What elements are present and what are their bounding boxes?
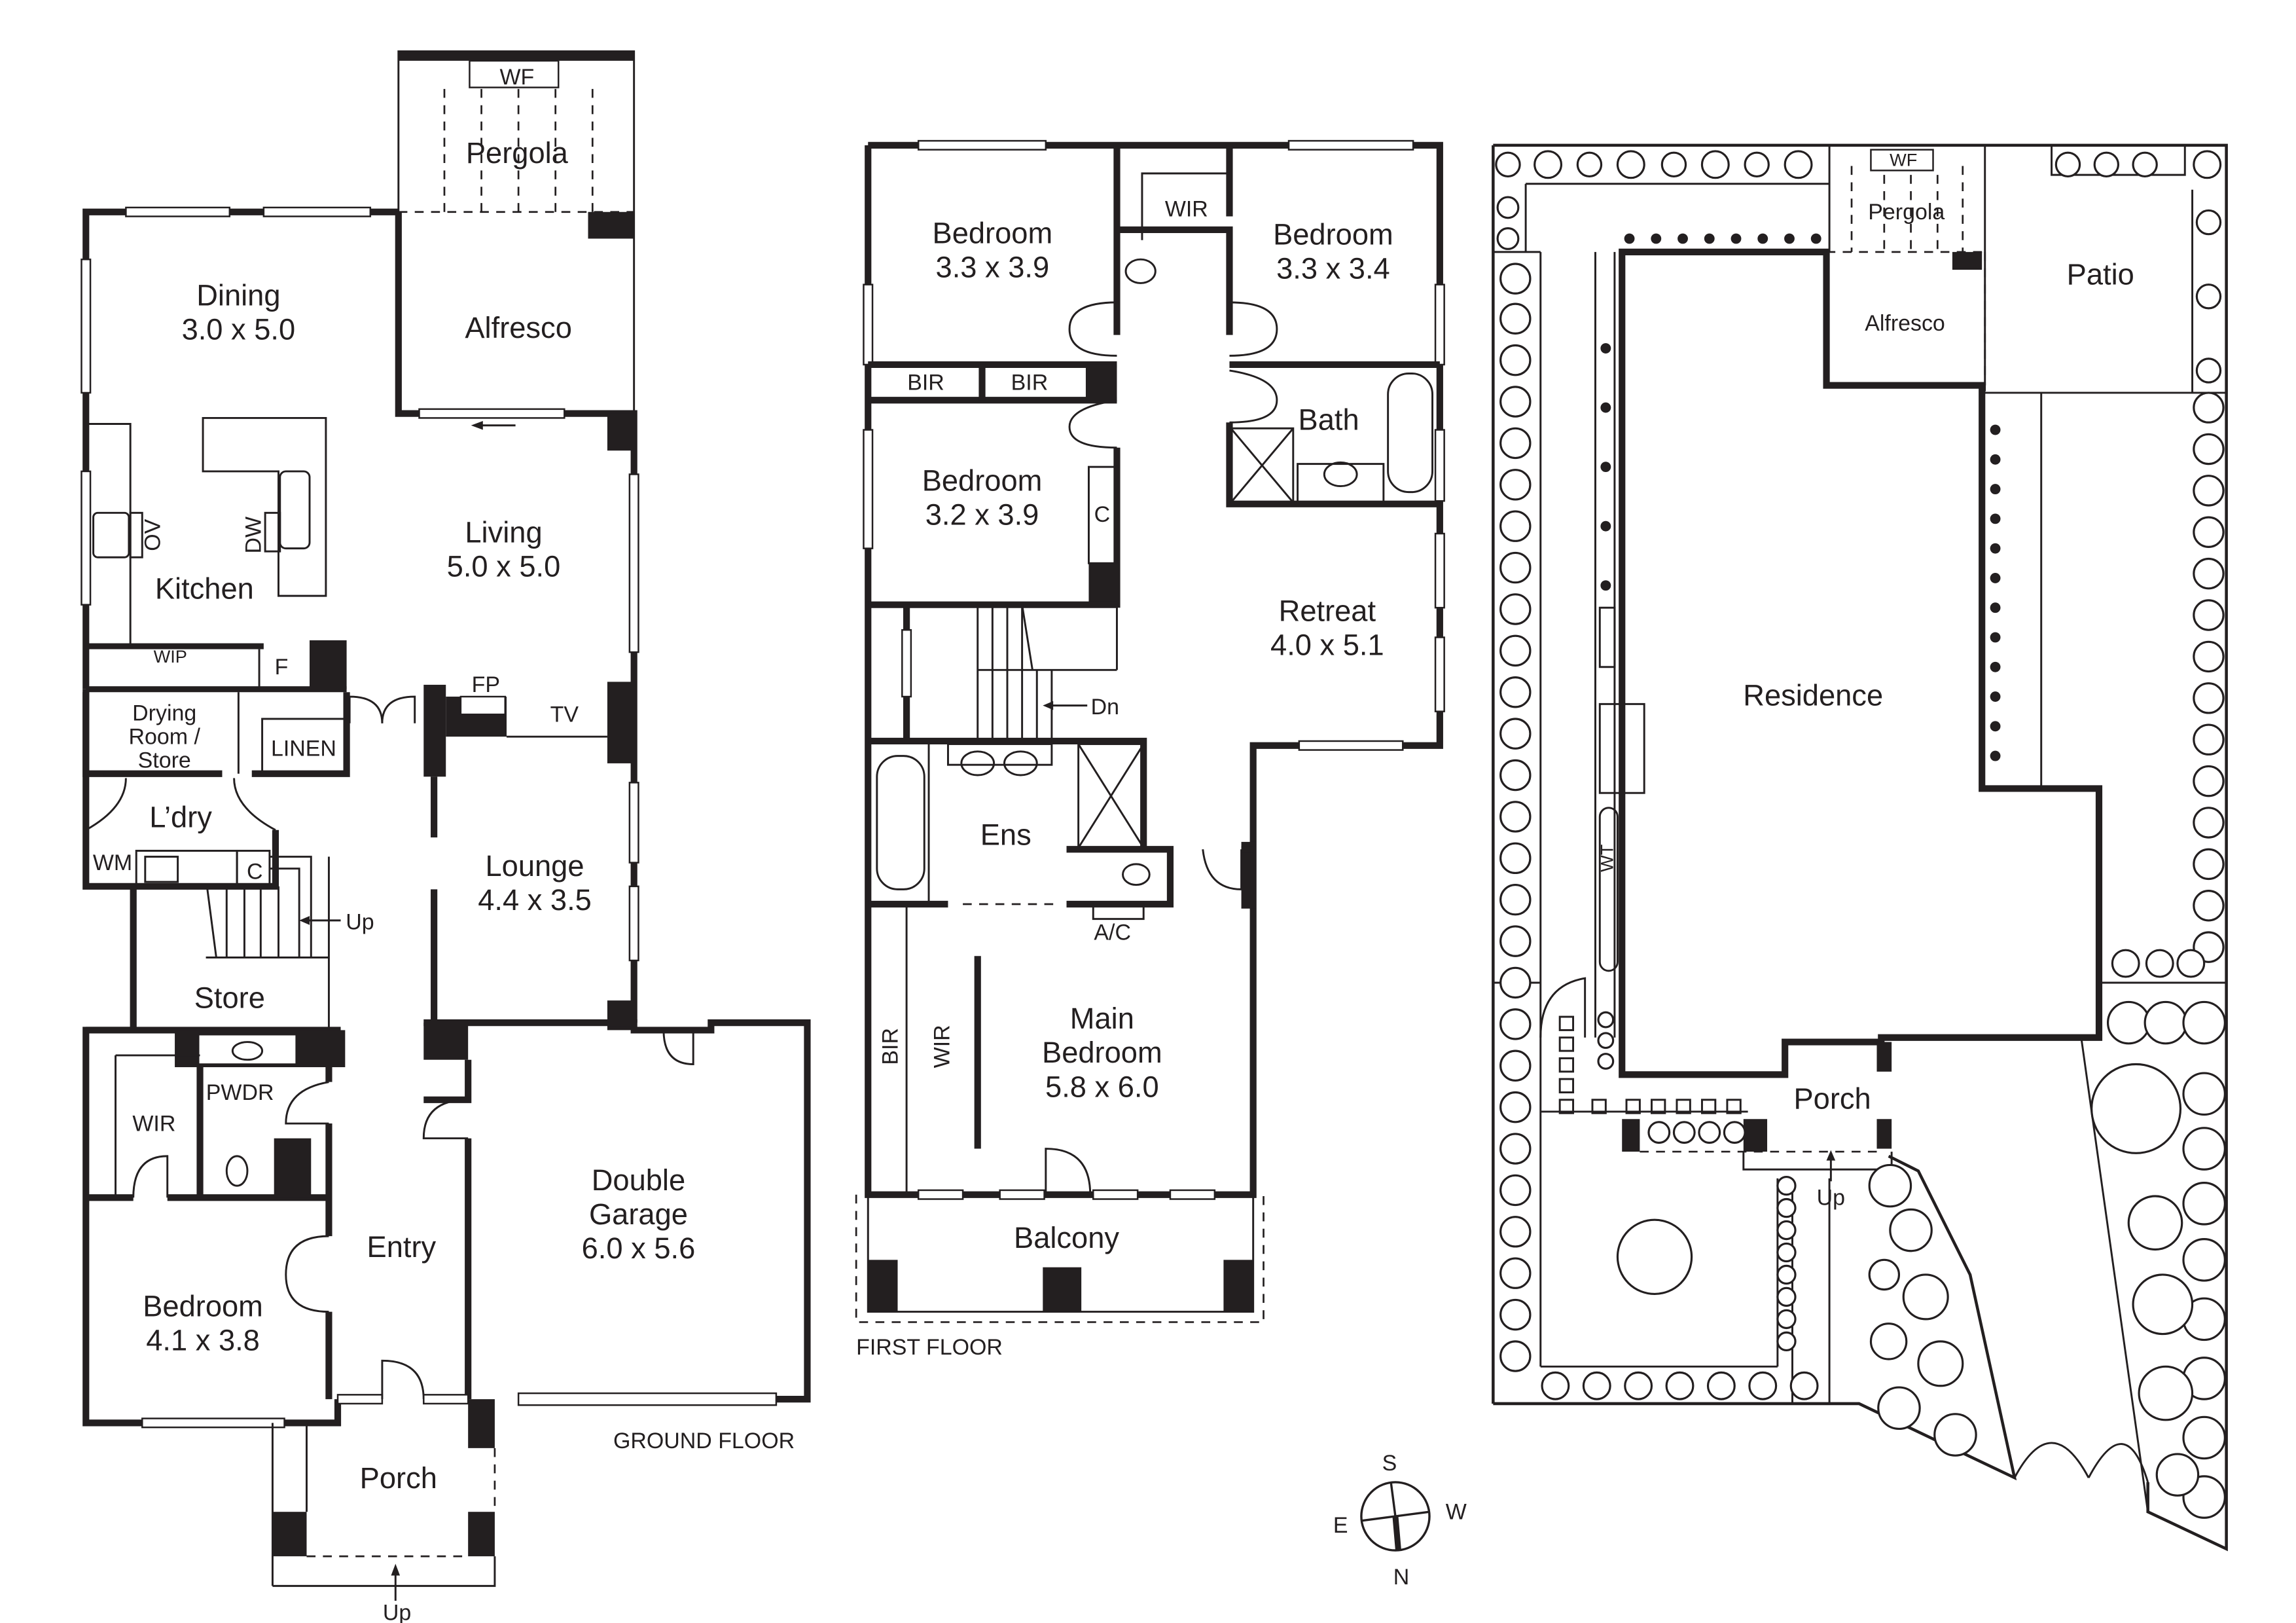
linen-label: LINEN: [271, 737, 336, 761]
garage-label-2: Garage: [589, 1197, 688, 1231]
pergola-label: Pergola: [466, 136, 569, 170]
stairs-up-label: Up: [346, 909, 374, 934]
bir-1-label: BIR: [907, 370, 944, 395]
bedroom-label: Bedroom: [143, 1289, 263, 1322]
bedroom-w-label: Bedroom: [922, 464, 1043, 497]
retreat-label: Retreat: [1279, 594, 1376, 628]
porch-label: Porch: [360, 1461, 437, 1495]
compass-icon: [1360, 1481, 1431, 1552]
washing-machine-label: WM: [93, 850, 132, 875]
patio-label: Patio: [2067, 258, 2134, 291]
lounge-label: Lounge: [486, 849, 584, 883]
dishwasher-label: DW: [241, 517, 266, 554]
first-floor-plan: [855, 139, 1445, 1323]
trees: [1495, 150, 2226, 1519]
living-label: Living: [465, 516, 542, 549]
bedroom-ne-size: 3.3 x 3.4: [1276, 252, 1390, 285]
tv-label: TV: [550, 702, 579, 727]
retreat-size: 4.0 x 5.1: [1270, 629, 1384, 662]
paver-squares: [1558, 1015, 1742, 1114]
bedroom-nw-label: Bedroom: [933, 216, 1053, 249]
drying-room-label-2: Room /: [129, 724, 201, 749]
ground-floor-plan: [81, 50, 811, 1601]
site-alfresco-label: Alfresco: [1865, 311, 1945, 336]
dining-label: Dining: [196, 278, 280, 312]
bedroom-size: 4.1 x 3.8: [146, 1323, 260, 1357]
entry-label: Entry: [367, 1230, 437, 1264]
wir-upper-label: WIR: [1165, 197, 1208, 222]
main-bedroom-size: 5.8 x 6.0: [1045, 1070, 1159, 1103]
fireplace-label: FP: [472, 672, 500, 697]
alfresco-label: Alfresco: [465, 311, 571, 344]
garage-label-1: Double: [592, 1163, 685, 1197]
laundry-label: L’dry: [149, 800, 212, 833]
powder-label: PWDR: [206, 1080, 274, 1105]
bath-label: Bath: [1299, 403, 1359, 437]
main-bedroom-label-1: Main: [1070, 1002, 1134, 1035]
bir-2-label: BIR: [1011, 370, 1049, 395]
cupboard-upper-label: C: [1094, 502, 1111, 527]
cupboard-label: C: [247, 860, 263, 884]
dining-size: 3.0 x 5.0: [182, 312, 296, 346]
residence-label: Residence: [1743, 679, 1883, 712]
ground-floor-title: GROUND FLOOR: [613, 1429, 795, 1453]
oven-label: OV: [140, 519, 165, 551]
kitchen-label: Kitchen: [155, 572, 254, 606]
fridge-label: F: [275, 655, 289, 680]
wood-fire-box: [469, 60, 560, 88]
compass-south: S: [1382, 1451, 1397, 1476]
balcony-label: Balcony: [1014, 1221, 1119, 1254]
bedroom-nw-size: 3.3 x 3.9: [936, 250, 1050, 283]
site-porch-up-label: Up: [1817, 1186, 1845, 1211]
bedroom-w-size: 3.2 x 3.9: [925, 498, 1039, 531]
ensuite-label: Ens: [980, 818, 1031, 851]
living-size: 5.0 x 5.0: [447, 550, 561, 583]
drying-room-label-1: Drying: [132, 701, 196, 725]
main-bir-label: BIR: [878, 1028, 903, 1065]
compass-east: E: [1333, 1513, 1348, 1538]
garage-size: 6.0 x 5.6: [582, 1231, 696, 1265]
wir-label: WIR: [132, 1111, 175, 1136]
hedge-dots: [1600, 233, 2001, 761]
compass-north: N: [1393, 1565, 1410, 1590]
porch-up-label: Up: [383, 1600, 411, 1623]
ac-label: A/C: [1094, 920, 1131, 945]
lounge-size: 4.4 x 3.5: [478, 883, 592, 917]
drying-room-label-3: Store: [138, 748, 191, 773]
site-porch-label: Porch: [1793, 1082, 1871, 1115]
site-plan: [1492, 143, 2228, 1552]
compass-west: W: [1446, 1500, 1467, 1525]
store-label: Store: [194, 981, 265, 1014]
pergola-wf-label: WF: [499, 65, 534, 90]
first-floor-title: FIRST FLOOR: [856, 1335, 1003, 1360]
water-tank-label: WT: [1597, 845, 1617, 872]
main-wir-label: WIR: [930, 1025, 955, 1068]
pantry-label: WIP: [154, 646, 187, 666]
main-bedroom-label-2: Bedroom: [1042, 1036, 1162, 1069]
stairs-down-label: Dn: [1091, 695, 1119, 720]
bedroom-ne-label: Bedroom: [1273, 218, 1393, 251]
site-wf-label: WF: [1890, 150, 1917, 170]
site-pergola-label: Pergola: [1868, 200, 1945, 225]
